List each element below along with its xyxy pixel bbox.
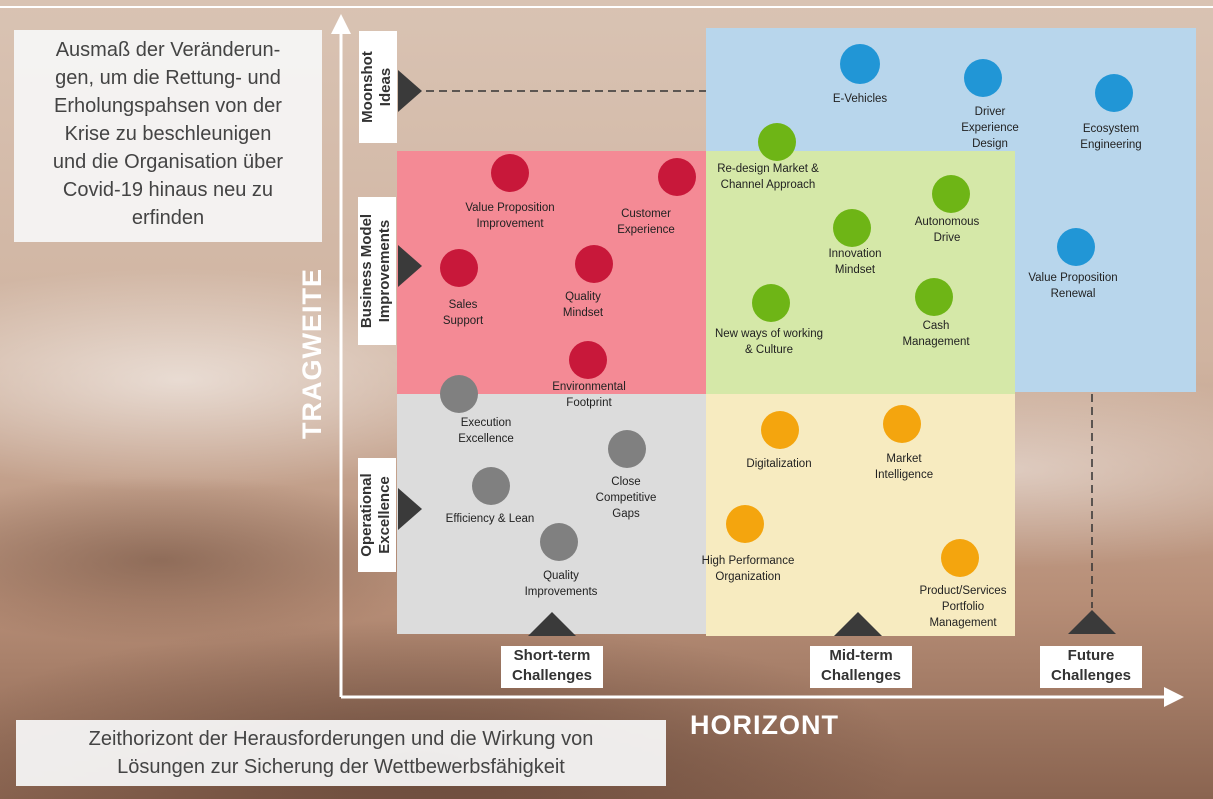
quadrant-operational-short: [397, 394, 706, 634]
future-marker: [1068, 610, 1116, 634]
y-axis-title: TRAGWEITE: [297, 268, 327, 439]
initiative-label-efficiency-lean: Efficiency & Lean: [445, 513, 535, 525]
initiative-dot-sales-support: [440, 249, 478, 287]
initiative-label-execution-excellence: Execution Excellence: [458, 417, 514, 445]
band-label-moonshot: Moonshot Ideas: [359, 31, 397, 143]
initiative-dot-innovation-mindset: [833, 209, 871, 247]
initiative-dot-re-design-market-channel-approach: [758, 123, 796, 161]
initiative-dot-new-ways-of-working-culture: [752, 284, 790, 322]
initiative-label-market-intelligence: Market Intelligence: [874, 453, 934, 481]
operational-marker: [398, 488, 422, 530]
scope-description-box: Ausmaß der Veränderun- gen, um die Rettu…: [14, 30, 322, 242]
initiative-dot-environmental-footprint: [569, 341, 607, 379]
initiative-label-quality-improvements: Quality Improvements: [524, 570, 598, 598]
initiative-label-value-proposition-renewal: Value Proposition Renewal: [1028, 272, 1118, 300]
initiative-dot-execution-excellence: [440, 375, 478, 413]
initiative-label-quality-mindset: Quality Mindset: [562, 291, 604, 319]
initiative-label-digitalization: Digitalization: [746, 458, 812, 470]
initiative-dot-quality-improvements: [540, 523, 578, 561]
initiative-dot-close-competitive-gaps: [608, 430, 646, 468]
initiative-dot-ecosystem-engineering: [1095, 74, 1133, 112]
initiative-dot-quality-mindset: [575, 245, 613, 283]
band-label-future: Future Challenges: [1040, 646, 1142, 688]
initiative-dot-customer-experience: [658, 158, 696, 196]
band-label-mid-term: Mid-term Challenges: [810, 646, 912, 688]
initiative-dot-high-performance-organization: [726, 505, 764, 543]
mid-term-marker: [834, 612, 882, 636]
initiative-label-innovation-mindset: Innovation Mindset: [828, 248, 882, 276]
initiative-label-value-proposition-improvement: Value Proposition Improvement: [465, 202, 555, 230]
initiative-dot-digitalization: [761, 411, 799, 449]
initiative-label-e-vehicles: E-Vehicles: [832, 93, 888, 105]
initiative-label-ecosystem-engineering: Ecosystem Engineering: [1080, 123, 1142, 151]
initiative-dot-e-vehicles: [840, 44, 880, 84]
business-marker: [398, 245, 422, 287]
initiative-label-sales-support: Sales Support: [442, 299, 484, 327]
initiative-dot-driver-experience-design: [964, 59, 1002, 97]
initiative-dot-value-proposition-renewal: [1057, 228, 1095, 266]
initiative-dot-product-services-portfolio-management: [941, 539, 979, 577]
initiative-label-environmental-footprint: Environmental Footprint: [552, 381, 626, 409]
x-axis-title: HORIZONT: [690, 710, 839, 740]
short-term-marker: [528, 612, 576, 636]
initiative-dot-cash-management: [915, 278, 953, 316]
x-axis-arrowhead: [1164, 687, 1184, 707]
initiative-label-autonomous-drive: Autonomous Drive: [914, 216, 980, 244]
initiative-dot-value-proposition-improvement: [491, 154, 529, 192]
initiative-label-driver-experience-design: Driver Experience Design: [961, 106, 1019, 150]
y-axis-arrowhead: [331, 14, 351, 34]
horizon-description-box: Zeithorizont der Herausforderungen und d…: [16, 720, 666, 786]
initiative-label-customer-experience: Customer Experience: [617, 208, 675, 236]
moonshot-marker: [398, 70, 422, 112]
initiative-label-product-services-portfolio-management: Product/Services Portfolio Management: [919, 585, 1007, 629]
initiative-label-re-design-market-channel-approach: Re-design Market & Channel Approach: [717, 163, 819, 191]
band-label-short-term: Short-term Challenges: [501, 646, 603, 688]
top-divider: [0, 6, 1213, 8]
initiative-dot-efficiency-lean: [472, 467, 510, 505]
initiative-label-cash-management: Cash Management: [902, 320, 970, 348]
initiative-label-high-performance-organization: High Performance Organization: [701, 555, 795, 583]
initiative-label-close-competitive-gaps: Close Competitive Gaps: [595, 476, 657, 520]
initiative-dot-autonomous-drive: [932, 175, 970, 213]
initiative-label-new-ways-of-working-culture: New ways of working & Culture: [714, 328, 823, 356]
band-label-operational-excellence: Operational Excellence: [358, 458, 396, 572]
initiative-dot-market-intelligence: [883, 405, 921, 443]
